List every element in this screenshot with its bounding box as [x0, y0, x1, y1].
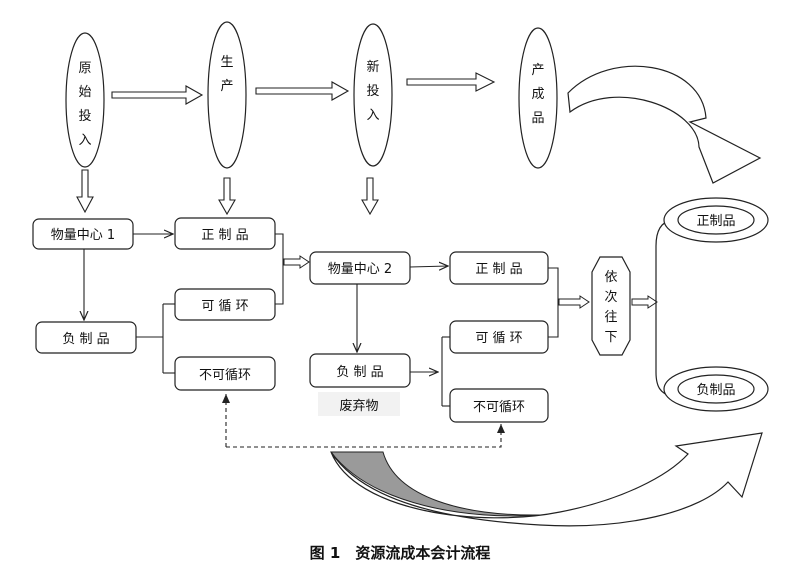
oval-production: 生产 [207, 21, 247, 169]
stacked-char: 入 [78, 133, 91, 148]
double-arrow-to-sequence [558, 295, 590, 309]
oval-finished-product: 产成品 [518, 27, 558, 169]
output-oval-positive: 正制品 [663, 197, 769, 243]
box-nonrecyclable-2: 不可循环 [449, 388, 549, 423]
stacked-char: 新 [366, 59, 379, 75]
stacked-char: 投 [78, 108, 91, 124]
double-arrow-to-center-2 [283, 255, 310, 269]
stacked-char: 下 [604, 330, 617, 345]
box-negative-2-label: 负 制 品 [336, 365, 383, 380]
block-arrow-1 [111, 85, 204, 105]
box-recyclable-1: 可 循 环 [174, 288, 276, 321]
stacked-char: 品 [531, 111, 544, 126]
down-arrow-1 [76, 169, 94, 214]
figure-caption: 图 1 资源流成本会计流程 [310, 544, 491, 562]
oval-finished-product-label: 产成品 [531, 63, 544, 126]
stacked-char: 生 [220, 55, 233, 70]
box-center-2: 物量中心 2 [309, 251, 411, 285]
box-negative-2: 负 制 品 [309, 353, 411, 388]
stacked-char: 产 [531, 63, 544, 78]
box-center-1: 物量中心 1 [32, 218, 134, 250]
oval-original-input: 原始投入 [65, 32, 105, 168]
box-positive-2-label: 正 制 品 [475, 262, 522, 277]
waste-label-bg [318, 392, 400, 416]
stacked-char: 始 [78, 85, 91, 100]
sequence-hexagon: 依次往下 [591, 256, 631, 356]
box-center-2-label: 物量中心 2 [328, 262, 392, 277]
box-recyclable-2: 可 循 环 [449, 320, 549, 354]
bottom-curved-arrow [330, 432, 763, 527]
block-arrow-3 [406, 72, 496, 92]
stacked-char: 次 [604, 289, 617, 305]
oval-original-input-label: 原始投入 [78, 61, 91, 148]
dashed-recycle-loop [222, 394, 505, 448]
box-recyclable-1-label: 可 循 环 [201, 299, 248, 314]
stacked-char: 入 [366, 108, 379, 123]
waste-label: 废弃物 [339, 398, 378, 414]
stacked-char: 往 [604, 310, 617, 325]
down-arrow-3 [361, 177, 379, 216]
stacked-char: 原 [78, 61, 91, 76]
box-center-1-label: 物量中心 1 [51, 228, 115, 243]
curved-arrow-top-right [567, 65, 762, 184]
box-negative-1-label: 负 制 品 [62, 332, 109, 347]
oval-new-input: 新投入 [353, 23, 393, 167]
output-bracket [655, 219, 673, 397]
double-arrow-from-sequence [631, 295, 658, 309]
block-arrow-2 [255, 81, 350, 101]
box-nonrecyclable-2-label: 不可循环 [473, 400, 525, 415]
oval-production-label: 生产 [220, 55, 233, 94]
sequence-label: 依次往下 [604, 270, 617, 345]
stacked-char: 产 [220, 79, 233, 94]
output-oval-negative: 负制品 [663, 366, 769, 412]
output-oval-positive-label: 正制品 [696, 214, 735, 229]
box-nonrecyclable-1-label: 不可循环 [199, 368, 251, 383]
box-positive-1-label: 正 制 品 [201, 228, 248, 243]
box-positive-2: 正 制 品 [449, 251, 549, 285]
box-recyclable-2-label: 可 循 环 [475, 331, 522, 346]
box-nonrecyclable-1: 不可循环 [174, 356, 276, 391]
stacked-char: 成 [531, 87, 544, 102]
down-arrow-2 [218, 177, 236, 216]
box-positive-1: 正 制 品 [174, 217, 276, 250]
stacked-char: 依 [604, 270, 617, 285]
box-negative-1: 负 制 品 [35, 321, 137, 354]
output-oval-negative-label: 负制品 [696, 383, 735, 398]
stacked-char: 投 [366, 83, 379, 99]
oval-new-input-label: 新投入 [366, 59, 379, 123]
connectors [84, 234, 559, 407]
